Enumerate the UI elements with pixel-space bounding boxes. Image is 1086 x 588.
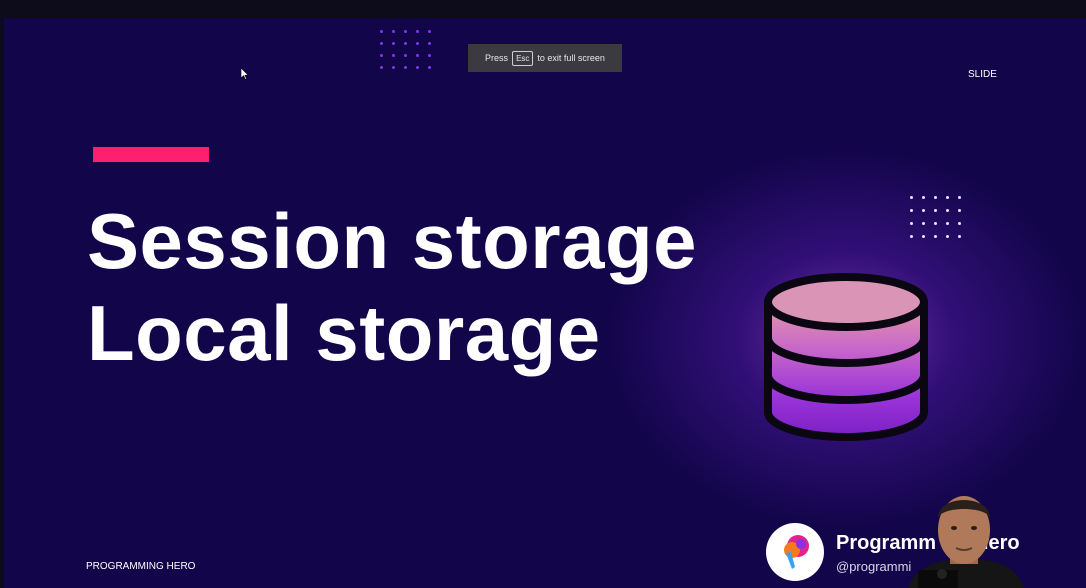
- fullscreen-hint-prefix: Press: [485, 53, 509, 63]
- slide-title-line-1: Session storage: [87, 197, 698, 285]
- fullscreen-hint-suffix: to exit full screen: [537, 53, 605, 63]
- channel-handle: @programmi: [836, 559, 912, 574]
- footer-brand-label: PROGRAMMING HERO: [86, 561, 196, 572]
- programming-hero-logo: [766, 523, 824, 581]
- accent-bar: [93, 147, 209, 162]
- slide-corner-label: SLIDE: [968, 69, 997, 80]
- fullscreen-exit-hint: Press Esc to exit full screen: [468, 44, 622, 72]
- decorative-dots-top: [380, 30, 431, 69]
- slide-title-line-2: Local storage: [87, 289, 601, 377]
- channel-name-start: Programm: [836, 532, 937, 554]
- esc-key-badge: Esc: [512, 50, 534, 66]
- presentation-slide: Press Esc to exit full screen SLIDE Sess…: [4, 18, 1086, 588]
- presenter-webcam-overlay: [908, 496, 1024, 588]
- database-icon: [764, 273, 928, 441]
- window-top-bar: [0, 0, 1086, 18]
- decorative-dots-right: [910, 196, 961, 238]
